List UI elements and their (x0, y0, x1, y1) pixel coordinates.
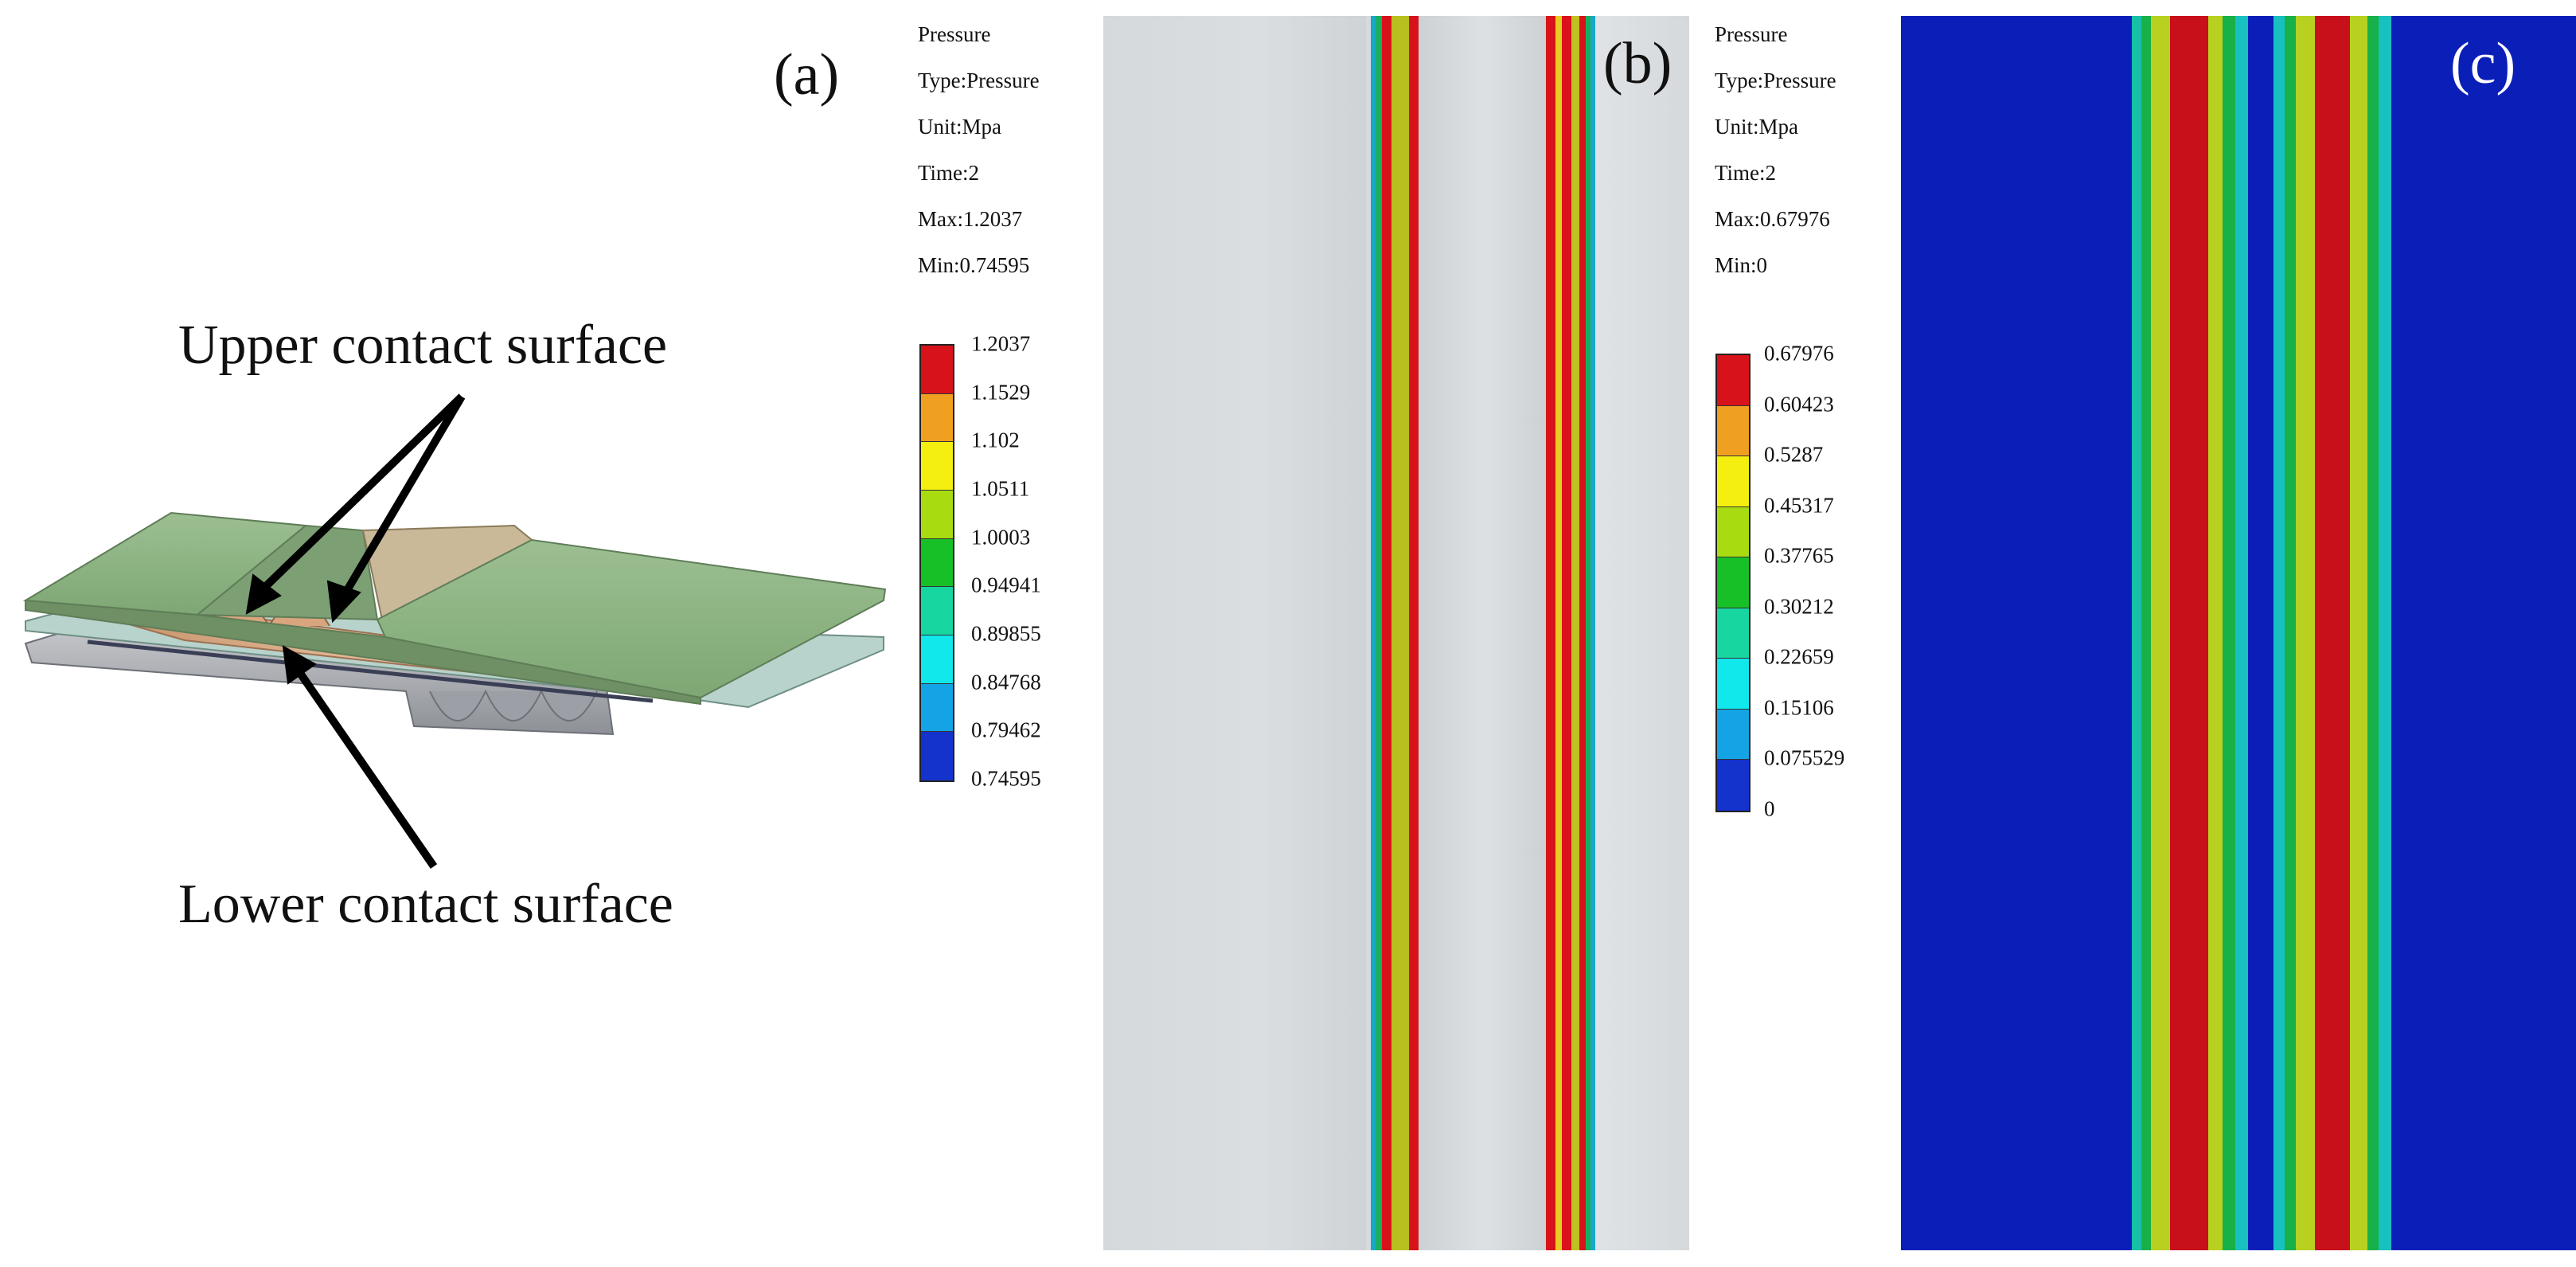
pressure-band (2274, 16, 2285, 1250)
pressure-band (2141, 16, 2151, 1250)
legend-tick: 0.94941 (971, 573, 1041, 597)
legend-color-cell (1717, 506, 1749, 558)
panel-c-color-legend (1715, 354, 1751, 812)
gray-region (1103, 16, 1366, 1250)
legend-color-cell (1717, 456, 1749, 507)
legend-tick: 0.075529 (1764, 745, 1845, 770)
legend-tick: 0.67976 (1764, 341, 1834, 366)
legend-color-cell (921, 683, 953, 733)
panel-b-color-legend (919, 344, 954, 782)
pressure-band (2223, 16, 2235, 1250)
panel-c-label: (c) (2450, 31, 2516, 96)
pressure-band (1579, 16, 1586, 1250)
pressure-band (1562, 16, 1571, 1250)
pressure-band (1382, 16, 1391, 1250)
legend-tick: 0.84768 (971, 670, 1041, 694)
gray-region (1419, 16, 1546, 1250)
pressure-band (2151, 16, 2170, 1250)
pressure-band (1555, 16, 1562, 1250)
info-unit: Unit:Mpa (918, 115, 1001, 139)
info-time: Time:2 (1715, 161, 1777, 185)
legend-tick: 1.1529 (971, 380, 1031, 405)
info-unit: Unit:Mpa (1715, 115, 1798, 139)
gray-region (1595, 16, 1689, 1250)
legend-tick: 0.37765 (1764, 543, 1834, 568)
info-type: Type:Pressure (918, 68, 1040, 92)
legend-color-cell (1717, 659, 1749, 710)
legend-color-cell (921, 490, 953, 539)
pressure-band (1376, 16, 1382, 1250)
pressure-band (2132, 16, 2141, 1250)
panel-c-info: Pressure Type:Pressure Unit:Mpa Time:2 M… (1715, 11, 1836, 288)
info-title: Pressure (918, 22, 991, 46)
pressure-band (1590, 16, 1595, 1250)
panel-c-legend-ticks: 0.67976 0.60423 0.5287 0.45317 0.37765 0… (1764, 342, 1868, 821)
legend-color-cell (1717, 405, 1749, 457)
legend-tick: 1.2037 (971, 331, 1031, 356)
pressure-band (1546, 16, 1555, 1250)
legend-color-cell (921, 346, 953, 394)
upper-callout-arrows (245, 393, 466, 624)
legend-tick: 0 (1764, 796, 1775, 821)
legend-color-cell (921, 732, 953, 780)
legend-tick: 0.79462 (971, 718, 1041, 742)
panel-b-pressure-field (1103, 16, 1689, 1250)
legend-tick: 1.0511 (971, 476, 1030, 501)
pressure-band (2350, 16, 2367, 1250)
legend-color-cell (1717, 557, 1749, 608)
info-type: Type:Pressure (1715, 68, 1836, 92)
legend-color-cell (1717, 355, 1749, 406)
info-min: Min:0 (1715, 253, 1768, 277)
pressure-band (2379, 16, 2391, 1250)
legend-tick: 0.60423 (1764, 392, 1834, 416)
upper-contact-surface-callout: Upper contact surface (178, 315, 668, 376)
panel-b-label: (b) (1603, 31, 1672, 96)
panel-c-pressure-field (1901, 16, 2576, 1250)
legend-tick: 1.0003 (971, 525, 1031, 549)
legend-tick: 0.45317 (1764, 493, 1834, 518)
legend-color-cell (921, 442, 953, 491)
info-max: Max:0.67976 (1715, 207, 1830, 231)
pressure-band (2208, 16, 2223, 1250)
bottom-plate (24, 628, 845, 736)
panel-b-info: Pressure Type:Pressure Unit:Mpa Time:2 M… (918, 11, 1040, 288)
pressure-band (2235, 16, 2248, 1250)
legend-tick: 0.30212 (1764, 594, 1834, 619)
legend-color-cell (921, 538, 953, 588)
pressure-band (2296, 16, 2315, 1250)
info-title: Pressure (1715, 22, 1788, 46)
legend-color-cell (1717, 608, 1749, 659)
legend-tick: 0.22659 (1764, 644, 1834, 669)
pressure-band (2285, 16, 2296, 1250)
info-time: Time:2 (918, 161, 980, 185)
legend-tick: 1.102 (971, 428, 1020, 452)
pressure-band (2315, 16, 2350, 1250)
info-min: Min:0.74595 (918, 253, 1030, 277)
pressure-band (2170, 16, 2208, 1250)
legend-tick: 0.15106 (1764, 695, 1834, 720)
pressure-band (1391, 16, 1409, 1250)
legend-color-cell (921, 393, 953, 443)
pressure-band (2248, 16, 2274, 1250)
pressure-band (1571, 16, 1579, 1250)
legend-color-cell (921, 635, 953, 684)
panel-b-legend-ticks: 1.2037 1.1529 1.102 1.0511 1.0003 0.9494… (971, 332, 1067, 791)
pressure-band (1586, 16, 1590, 1250)
legend-color-cell (921, 587, 953, 635)
legend-tick: 0.89855 (971, 621, 1041, 646)
legend-color-cell (1717, 709, 1749, 761)
info-max: Max:1.2037 (918, 207, 1023, 231)
lower-callout-arrow (282, 645, 438, 869)
lower-contact-surface-callout: Lower contact surface (178, 874, 673, 935)
legend-color-cell (1717, 760, 1749, 811)
legend-tick: 0.74595 (971, 766, 1041, 791)
panel-a-label: (a) (774, 42, 840, 108)
pressure-band (2367, 16, 2379, 1250)
legend-tick: 0.5287 (1764, 442, 1824, 467)
pressure-band (1371, 16, 1376, 1250)
laminate-3d-illustration (22, 393, 887, 869)
pressure-band (1409, 16, 1419, 1250)
